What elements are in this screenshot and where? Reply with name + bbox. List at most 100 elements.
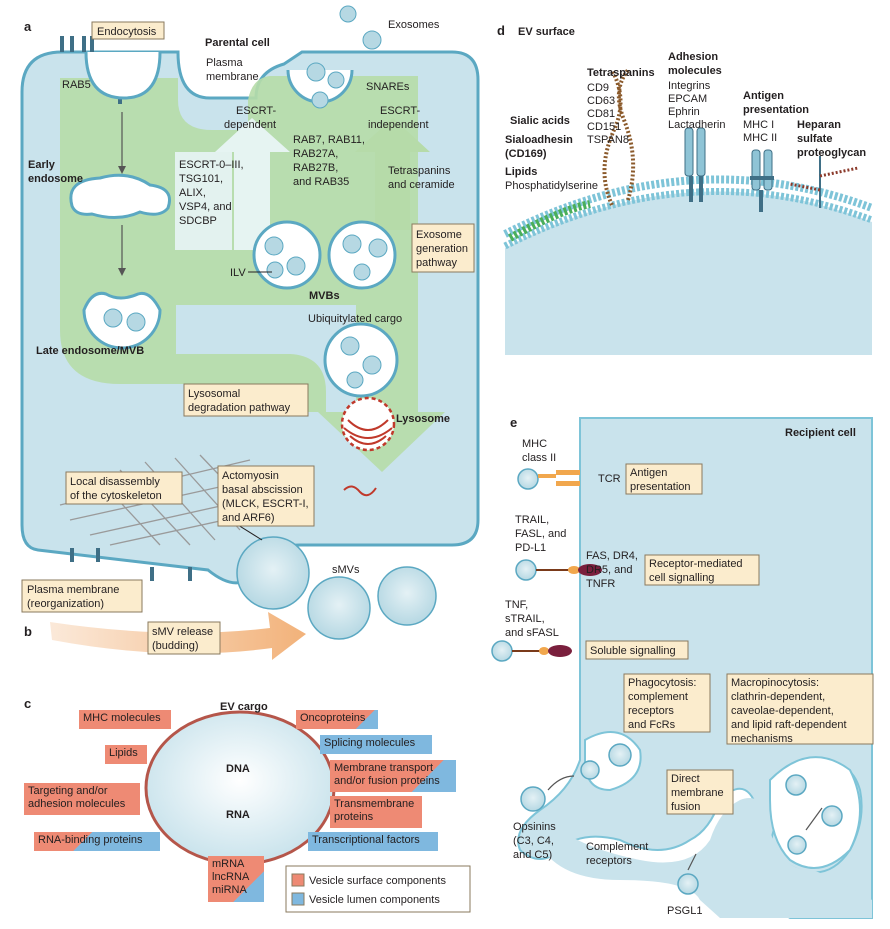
- rab5-label: RAB5: [62, 79, 91, 91]
- endocytosis-box: [91, 21, 165, 40]
- macro-l1: Macropinocytosis:: [731, 677, 819, 689]
- e-mhc-l1: MHC: [522, 438, 547, 450]
- lyso-path-l2: degradation pathway: [188, 402, 291, 414]
- panel-label-e: e: [510, 415, 517, 430]
- local-dis-l2: of the cytoskeleton: [70, 490, 162, 502]
- early-endosome: [69, 173, 171, 219]
- fas-l2: DR5, and: [586, 564, 632, 576]
- macro-l4: and lipid raft-dependent: [731, 719, 847, 731]
- smv-budding: [236, 536, 310, 610]
- phosphatidylserine-patch: [508, 200, 591, 242]
- panel-b: b sMV release (budding): [24, 612, 306, 660]
- exosome-generation-box: [411, 223, 475, 273]
- sialoadhesin-l2: (CD169): [505, 148, 547, 160]
- tetraspanins-title: Tetraspanins: [587, 67, 655, 79]
- cargo-membrane-transport: Membrane transport and/or fusion protein…: [330, 760, 456, 792]
- escrt-dep-l2: dependent: [224, 119, 276, 131]
- tetraspanins-ceramide-l2: and ceramide: [388, 179, 455, 191]
- early-endosome-l1: Early: [28, 159, 56, 171]
- adhesion-title-l1: Adhesion: [668, 51, 718, 63]
- ops-l3: and C5): [513, 849, 552, 861]
- ops-l1: Opsinins: [513, 821, 556, 833]
- exo-gen-l1: Exosome: [416, 229, 462, 241]
- phago-l3: receptors: [628, 705, 674, 717]
- antigen-mhc2: MHC II: [743, 132, 777, 144]
- actomyosin-box: [217, 465, 315, 527]
- legend-frame: [285, 865, 471, 913]
- cargo-mt-l1: Membrane transport: [334, 762, 434, 774]
- phago-l1: Phagocytosis:: [628, 677, 696, 689]
- plasma-reorg-box: [21, 579, 143, 613]
- escrt-item-1: ESCRT-0–III,: [179, 159, 244, 171]
- exo-gen-l3: pathway: [416, 257, 457, 269]
- exosomes-label: Exosomes: [388, 19, 440, 31]
- ev-surface-title: EV surface: [518, 26, 575, 38]
- plasma-membrane-l1: Plasma: [206, 57, 244, 69]
- tcr-label: TCR: [598, 473, 621, 485]
- ilv-small-1: [103, 308, 123, 328]
- soluble-signalling-label: Soluble signalling: [590, 645, 676, 657]
- cargo-tm-l2: proteins: [334, 811, 374, 823]
- ev-cargo-vesicle: [144, 710, 336, 866]
- arrowhead-1: [118, 166, 126, 174]
- ilv-small-2: [126, 312, 146, 332]
- smvs-label: sMVs: [332, 564, 360, 576]
- sialoadhesin-l1: Sialoadhesin: [505, 134, 573, 146]
- rab-list: RAB7, RAB11, RAB27A, RAB27B, and RAB35: [293, 134, 365, 188]
- dna-label: DNA: [226, 763, 250, 775]
- smv-1: [307, 576, 371, 640]
- rab-item-3: RAB27B,: [293, 162, 338, 174]
- lipids-label: Lipids: [505, 166, 537, 178]
- fas-l3: TNFR: [586, 578, 615, 590]
- legend-lumen-label: Vesicle lumen components: [309, 894, 440, 906]
- acto-l2: basal abscission: [222, 484, 303, 496]
- heparan-l1: Heparan: [797, 119, 841, 131]
- escrt-item-2: TSG101,: [179, 173, 223, 185]
- cargo-targeting-l1: Targeting and/or: [28, 785, 108, 797]
- lysosome: [340, 396, 396, 452]
- exo-gen-l2: generation: [416, 243, 468, 255]
- trail-l2: FASL, and: [515, 528, 566, 540]
- adhesion-molecule: [684, 127, 706, 202]
- parental-cell-label: Parental cell: [205, 37, 270, 49]
- ubiq-ilv-1: [340, 336, 360, 356]
- phagocytosis-box: [623, 673, 711, 733]
- heparan-l2: sulfate: [797, 133, 832, 145]
- ev-particles-e: [491, 468, 843, 895]
- endocytosis-label: Endocytosis: [97, 26, 157, 38]
- escrt-dep-l1: ESCRT-: [236, 105, 276, 117]
- acto-l3: (MLCK, ESCRT-I,: [222, 498, 309, 510]
- smv-release-l1: sMV release: [152, 626, 213, 638]
- escrt-indep-l1: ESCRT-: [380, 105, 420, 117]
- cargo-transmembrane: Transmembrane proteins: [330, 796, 422, 828]
- phago-l4: and FcRs: [628, 719, 676, 731]
- smv-release-box: [147, 621, 221, 655]
- opsinin-arrow: [547, 775, 575, 791]
- macro-l3: caveolae-dependent,: [731, 705, 834, 717]
- plasma-reorg-l2: (reorganization): [27, 598, 104, 610]
- plasma-membrane-l2: membrane: [206, 71, 259, 83]
- trail-l1: TRAIL,: [515, 514, 549, 526]
- late-endosome-label: Late endosome/MVB: [36, 345, 144, 357]
- exosome-pathway-band: [60, 76, 445, 472]
- adhesion-integrins: Integrins: [668, 80, 711, 92]
- escrt-item-3: ALIX,: [179, 187, 206, 199]
- local-dis-l1: Local disassembly: [70, 476, 160, 488]
- escrt-list-panel: [175, 152, 232, 250]
- legend-lumen-swatch: [291, 892, 305, 906]
- tetraspanin-chain: [602, 68, 636, 206]
- tetra-tspan8: TSPAN8: [587, 134, 629, 146]
- cr-l2: receptors: [586, 855, 632, 867]
- trail-l3: PD-L1: [515, 542, 546, 554]
- rna-label: RNA: [226, 809, 250, 821]
- cargo-targeting: Targeting and/or adhesion molecules: [24, 783, 140, 815]
- lysosomal-pathway-box: [183, 383, 309, 417]
- cargo-targeting-l2: adhesion molecules: [28, 798, 126, 810]
- macro-l2: clathrin-dependent,: [731, 691, 825, 703]
- ubiquitylated-label: Ubiquitylated cargo: [308, 313, 402, 325]
- cargo-lncrna: lncRNA: [212, 871, 250, 883]
- smv-release-l2: (budding): [152, 640, 198, 652]
- df-l3: fusion: [671, 801, 700, 813]
- lysosome-content: [343, 419, 393, 445]
